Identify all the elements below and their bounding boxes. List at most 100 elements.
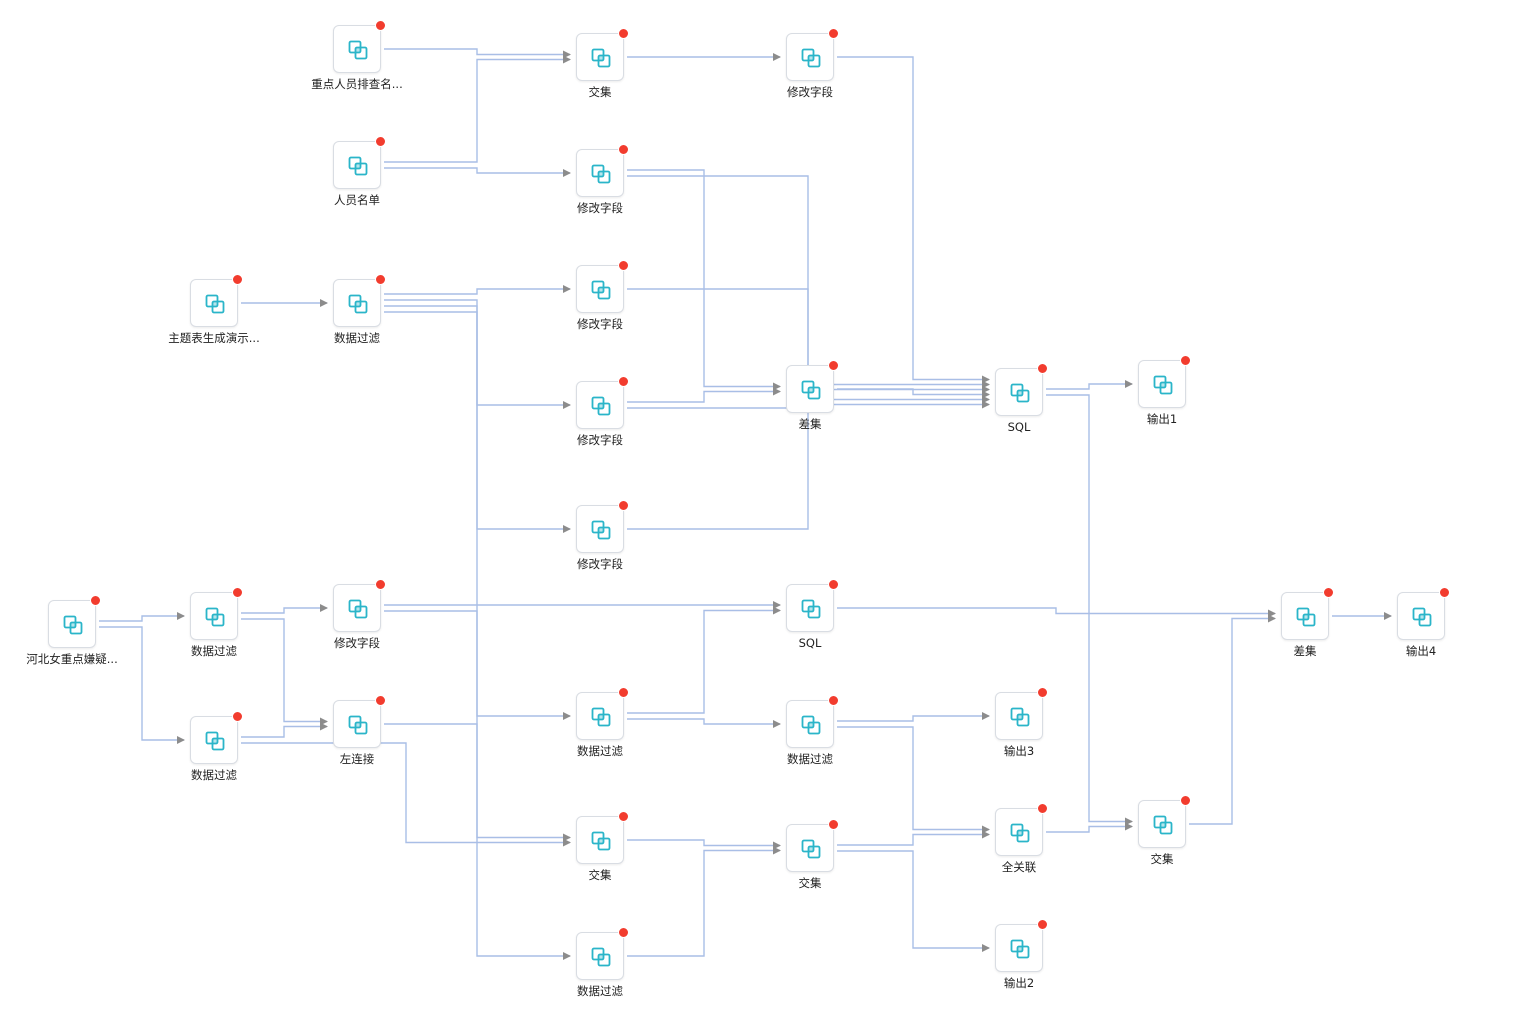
overlapping-squares-icon — [346, 154, 370, 178]
status-dot — [1037, 803, 1048, 814]
edge-n17-n20[interactable] — [384, 610, 571, 720]
edge-n16-n23[interactable] — [241, 742, 571, 847]
node-label: SQL — [798, 636, 822, 650]
edge-n19-n29[interactable] — [837, 607, 1276, 618]
edge-n20-n19[interactable] — [627, 606, 781, 714]
status-dot — [618, 260, 629, 271]
node-label: 左连接 — [339, 752, 375, 766]
edge-n9-n11[interactable] — [627, 387, 781, 403]
node-label: 交集 — [588, 868, 612, 882]
overlapping-squares-icon — [1008, 705, 1032, 729]
node-label: 数据过滤 — [191, 768, 237, 782]
node-label: 修改字段 — [577, 317, 623, 331]
node-label: 数据过滤 — [577, 744, 623, 758]
edge-n24-n28[interactable] — [837, 850, 990, 952]
overlapping-squares-icon — [346, 292, 370, 316]
node-label: 数据过滤 — [334, 331, 380, 345]
node-label: SQL — [1007, 420, 1031, 434]
node-n10[interactable] — [576, 500, 629, 553]
edge-n11-n12[interactable] — [837, 388, 990, 399]
edge-n4-n23[interactable] — [384, 311, 571, 842]
node-n15[interactable] — [190, 587, 243, 640]
node-label: 修改字段 — [577, 557, 623, 571]
status-dot — [1180, 355, 1191, 366]
edge-n25-n26[interactable] — [1046, 822, 1133, 833]
node-n17[interactable] — [333, 579, 386, 632]
overlapping-squares-icon — [346, 38, 370, 62]
edge-n12-n13[interactable] — [1046, 380, 1133, 390]
node-label: 差集 — [1293, 644, 1317, 658]
edge-n2-n5[interactable] — [384, 55, 571, 163]
edge-n15-n18[interactable] — [241, 618, 328, 726]
status-dot — [618, 927, 629, 938]
node-label: 差集 — [798, 417, 822, 431]
node-n1[interactable] — [333, 20, 386, 73]
node-label: 输出1 — [1146, 412, 1178, 426]
edge-n10-n12[interactable] — [627, 400, 990, 530]
node-n27[interactable] — [576, 927, 629, 980]
edge-n7-n12[interactable] — [627, 175, 990, 389]
status-dot — [1180, 795, 1191, 806]
node-n8[interactable] — [576, 260, 629, 313]
node-n4[interactable] — [333, 274, 386, 327]
node-n16[interactable] — [190, 711, 243, 764]
status-dot — [375, 274, 386, 285]
edge-n7-n11[interactable] — [627, 169, 781, 391]
node-n13[interactable] — [1138, 355, 1191, 408]
node-n2[interactable] — [333, 136, 386, 189]
edge-n14-n15[interactable] — [99, 612, 185, 622]
overlapping-squares-icon — [346, 597, 370, 621]
overlapping-squares-icon — [589, 46, 613, 70]
status-dot — [1323, 587, 1334, 598]
status-dot — [232, 587, 243, 598]
node-n26[interactable] — [1138, 795, 1191, 848]
edge-n21-n25[interactable] — [837, 726, 990, 834]
node-n7[interactable] — [576, 144, 629, 197]
node-label: 数据过滤 — [191, 644, 237, 658]
node-n25[interactable] — [995, 803, 1048, 856]
overlapping-squares-icon — [1008, 381, 1032, 405]
edge-n23-n24[interactable] — [627, 839, 781, 850]
edge-n21-n22[interactable] — [837, 712, 990, 722]
node-n3[interactable] — [190, 274, 243, 327]
edge-n1-n5[interactable] — [384, 48, 571, 59]
overlapping-squares-icon — [1410, 605, 1434, 629]
edge-n20-n21[interactable] — [627, 718, 781, 728]
node-n24[interactable] — [786, 819, 839, 872]
node-n19[interactable] — [786, 579, 839, 632]
node-n29[interactable] — [1281, 587, 1334, 640]
edge-n16-n18[interactable] — [241, 722, 328, 738]
edge-n15-n17[interactable] — [241, 604, 328, 614]
edge-n2-n7[interactable] — [384, 167, 571, 177]
node-n11[interactable] — [786, 360, 839, 413]
edge-n12-n26[interactable] — [1046, 394, 1133, 826]
node-n12[interactable] — [995, 363, 1048, 416]
node-n21[interactable] — [786, 695, 839, 748]
node-n18[interactable] — [333, 695, 386, 748]
edge-n14-n16[interactable] — [99, 626, 185, 744]
node-n20[interactable] — [576, 687, 629, 740]
node-n5[interactable] — [576, 28, 629, 81]
edge-n18-n27[interactable] — [384, 723, 571, 960]
overlapping-squares-icon — [589, 945, 613, 969]
node-n6[interactable] — [786, 28, 839, 81]
edge-n27-n24[interactable] — [627, 846, 781, 957]
edge-n6-n12[interactable] — [837, 56, 990, 384]
edge-n24-n25[interactable] — [837, 830, 990, 846]
node-n9[interactable] — [576, 376, 629, 429]
node-label: 数据过滤 — [577, 984, 623, 998]
node-n22[interactable] — [995, 687, 1048, 740]
node-n23[interactable] — [576, 811, 629, 864]
node-n28[interactable] — [995, 919, 1048, 972]
edge-n26-n29[interactable] — [1189, 614, 1276, 825]
status-dot — [375, 695, 386, 706]
node-n30[interactable] — [1397, 587, 1450, 640]
status-dot — [1439, 587, 1450, 598]
overlapping-squares-icon — [799, 713, 823, 737]
node-n14[interactable] — [48, 595, 101, 648]
edge-n4-n8[interactable] — [384, 285, 571, 295]
node-label: 修改字段 — [334, 636, 380, 650]
node-label: 全关联 — [1001, 860, 1037, 874]
overlapping-squares-icon — [346, 713, 370, 737]
